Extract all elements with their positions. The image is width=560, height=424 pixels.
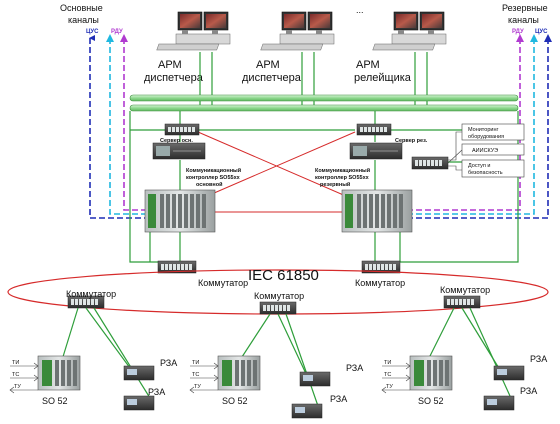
main-channel-line-cyan: [109, 38, 145, 215]
ring-switch-right-label: Коммутатор: [440, 285, 490, 295]
main-channels: [89, 34, 145, 219]
reserve-channels-title-1: Резервные: [502, 3, 548, 13]
workstation-2: [260, 11, 335, 51]
reserve-channel-line-blue: [412, 38, 549, 219]
controller-reserve-label-3: резервный: [320, 181, 350, 188]
bay-3-tu-label: ТУ: [386, 384, 393, 390]
side-box-security-line1: Доступ и: [468, 163, 491, 169]
controller-main-label-1: Коммуникационный: [186, 167, 241, 174]
bay-1-ti-label: ТИ: [12, 360, 19, 366]
side-box-monitoring-line1: Мониторинг: [468, 127, 499, 133]
ring-switch-center-label: Коммутатор: [254, 291, 304, 301]
reserve-channels-title-2: каналы: [508, 15, 539, 25]
bay-3-ts-label: ТС: [384, 372, 391, 378]
so52-device-1: [37, 355, 81, 391]
upper-switch-right: [361, 260, 401, 274]
main-tsus-label: ЦУС: [86, 29, 99, 35]
workstation-3-label-1: АРМ: [356, 59, 380, 71]
lan-bus-upper: [129, 94, 519, 102]
bay-2-so52-label: SO 52: [222, 396, 248, 406]
workstation-2-label-1: АРМ: [256, 59, 280, 71]
server-switch-main: [164, 123, 200, 136]
bay-1-tu-label: ТУ: [14, 384, 21, 390]
bay-2-rza-device-1: [299, 371, 331, 387]
workstation-1: [156, 11, 231, 51]
main-channels-title-2: каналы: [68, 15, 99, 25]
upper-switch-right-label: Коммутатор: [355, 278, 405, 288]
bay-2-ts-label: ТС: [192, 372, 199, 378]
bay-1-rza-label-2: РЗА: [148, 387, 165, 397]
ring-switch-left-label: Коммутатор: [66, 289, 116, 299]
workstation-3-label-2: релейщика: [354, 72, 412, 84]
ring-switch-right: [443, 295, 481, 309]
reserve-tsus-label: ЦУС: [535, 29, 548, 35]
controller-main-label-3: основной: [196, 181, 222, 188]
side-box-monitoring-line2: оборудования: [468, 134, 504, 140]
reserve-channel-line-cyan: [412, 38, 535, 215]
side-box-security-line2: безопасность: [468, 170, 503, 176]
side-box-aiiskue: АИИСКУЭ: [461, 143, 525, 156]
controller-reserve-label-1: Коммуникационный: [315, 167, 370, 174]
bay-3-rza-device-2: [483, 395, 515, 411]
server-reserve-label: Сервер рез.: [395, 138, 428, 144]
reserve-channel-line-magenta: [412, 38, 521, 211]
main-rdu-label: РДУ: [111, 29, 123, 35]
bay-2-rza-label-1: РЗА: [346, 363, 363, 373]
workstation-1-label-1: АРМ: [158, 59, 182, 71]
redundant-cross-links: [197, 131, 356, 213]
so52-device-2: [217, 355, 261, 391]
bay-2-rza-label-2: РЗА: [330, 394, 347, 404]
bay-3-so52-label: SO 52: [418, 396, 444, 406]
side-box-monitoring: Мониторинг оборудования: [461, 123, 525, 141]
bay-1: ТИ ТС ТУ SO 52 РЗА РЗА: [9, 355, 177, 411]
lan-bus-lower: [129, 104, 519, 112]
bay-1-so52-label: SO 52: [42, 396, 68, 406]
server-main-label: Сервер осн.: [160, 138, 193, 144]
controller-reserve-label-2: контроллер SO55xx: [315, 175, 370, 181]
bay-2-ti-label: ТИ: [192, 360, 199, 366]
bay-1-rza-device-1: [123, 365, 155, 381]
main-channel-line-blue: [89, 35, 145, 219]
ring-switch-left: [67, 295, 105, 309]
bay-1-rza-device-2: [123, 395, 155, 411]
bay-1-rza-label-1: РЗА: [160, 358, 177, 368]
bay-2: ТИ ТС ТУ SO 52 РЗА РЗА: [189, 355, 363, 419]
more-workstations-dots: ...: [356, 5, 364, 15]
server-main: [152, 142, 206, 160]
reserve-channels: [412, 34, 552, 219]
workstation-3: [372, 11, 447, 51]
controller-main: [144, 189, 216, 233]
bay-3-rza-label-1: РЗА: [530, 354, 547, 364]
bay-3-ti-label: ТИ: [384, 360, 391, 366]
bay-2-tu-label: ТУ: [194, 384, 201, 390]
main-channel-line-magenta: [123, 38, 145, 211]
side-box-security: Доступ и безопасность: [461, 159, 525, 178]
so52-device-3: [409, 355, 453, 391]
bay-3-rza-device-1: [493, 365, 525, 381]
workstation-2-label-2: диспетчера: [242, 72, 302, 84]
server-switch-reserve: [356, 123, 392, 136]
controller-reserve: [341, 189, 413, 233]
iec61850-label: IEC 61850: [248, 267, 319, 284]
server-reserve: [349, 142, 403, 160]
bay-wiring: [61, 307, 511, 407]
workstation-1-label-2: диспетчера: [144, 72, 204, 84]
controller-main-label-2: контроллер SO55xx: [186, 175, 241, 181]
reserve-rdu-label: РДУ: [512, 29, 524, 35]
side-box-links: [447, 131, 463, 171]
upper-switch-left: [157, 260, 197, 274]
main-channels-title-1: Основные: [60, 3, 103, 13]
bay-3: ТИ ТС ТУ SO 52 РЗА РЗА: [381, 354, 547, 411]
bay-1-ts-label: ТС: [12, 372, 19, 378]
side-box-aiiskue-line1: АИИСКУЭ: [472, 148, 498, 154]
ring-switch-center: [259, 301, 297, 315]
bay-2-rza-device-2: [291, 403, 323, 419]
upper-switch-left-label: Коммутатор: [198, 278, 248, 288]
bay-3-rza-label-2: РЗА: [520, 386, 537, 396]
side-switch: [411, 156, 449, 170]
